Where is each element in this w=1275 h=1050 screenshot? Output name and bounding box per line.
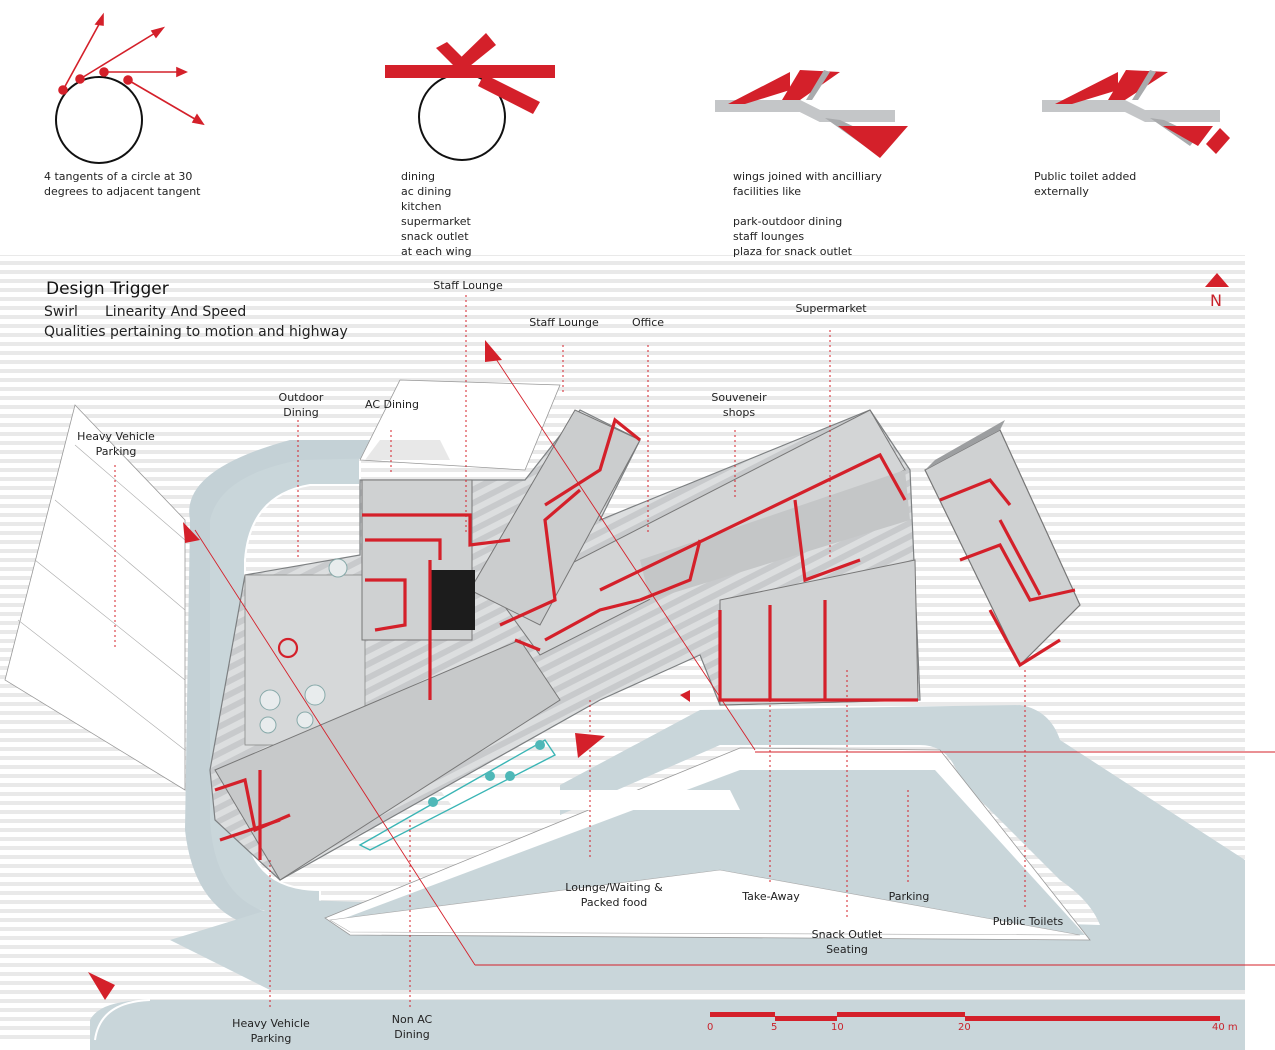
landscape-trees — [428, 740, 545, 807]
label-outdoor-dining: Outdoor Dining — [278, 391, 324, 419]
trigger-word-qualities: Qualities pertaining to motion and highw… — [44, 324, 348, 340]
label-souvenir-shops: Souveneir shops — [711, 391, 767, 419]
concept-step1-caption: 4 tangents of a circle at 30 degrees to … — [44, 170, 201, 198]
label-staff-lounge-1: Staff Lounge — [433, 279, 503, 292]
label-heavy-vehicle-parking-top: Heavy Vehicle Parking — [77, 430, 155, 458]
scale-label-20: 20 — [958, 1022, 971, 1033]
concept-tangents-diagram — [55, 12, 205, 164]
heavy-vehicle-parking-top-area — [4, 404, 186, 791]
outdoor-furniture — [259, 558, 348, 734]
scale-label-10: 10 — [831, 1022, 844, 1033]
red-wall-outlines — [214, 417, 1076, 860]
concept-step2-caption: dining ac dining kitchen supermarket sna… — [401, 170, 472, 258]
swirl-guide-lines — [194, 349, 1275, 966]
label-supermarket: Supermarket — [795, 302, 867, 315]
main-building — [209, 409, 921, 881]
scale-label-5: 5 — [771, 1022, 778, 1033]
north-label: N — [1210, 291, 1222, 310]
label-staff-lounge-2: Staff Lounge — [529, 316, 599, 329]
label-heavy-vehicle-parking-bottom: Heavy Vehicle Parking — [232, 1017, 310, 1045]
label-parking: Parking — [888, 890, 930, 903]
concept-toilet-added-diagram — [1042, 70, 1230, 154]
label-snack-outlet: Snack Outlet Seating — [811, 928, 883, 956]
concept-wings-diagram — [385, 33, 555, 161]
scale-label-40m: 40 m — [1212, 1022, 1238, 1033]
concept-step4-caption: Public toilet added externally — [1034, 170, 1137, 198]
landscape-strip — [358, 739, 557, 851]
label-ac-dining: AC Dining — [364, 398, 420, 411]
trigger-word-swirl: Swirl — [44, 304, 78, 320]
label-leader-lines — [114, 295, 1026, 1010]
concept-joined-wings-diagram — [715, 70, 908, 158]
north-arrow — [1205, 273, 1229, 287]
label-office: Office — [631, 316, 665, 329]
label-lounge-waiting: Lounge/Waiting & Packed food — [565, 881, 663, 909]
label-public-toilets: Public Toilets — [992, 915, 1064, 928]
scale-bar — [710, 1012, 1220, 1021]
label-take-away: Take-Away — [742, 890, 800, 903]
swirl-arrows — [88, 340, 690, 1000]
concept-step3-caption: wings joined with ancilliary facilities … — [733, 170, 882, 258]
design-trigger-title: Design Trigger — [46, 279, 169, 299]
label-non-ac-dining: Non AC Dining — [391, 1013, 433, 1041]
scale-label-0: 0 — [707, 1022, 714, 1033]
outdoor-feature-marker — [277, 637, 299, 659]
trigger-word-linearity: Linearity And Speed — [105, 304, 247, 320]
